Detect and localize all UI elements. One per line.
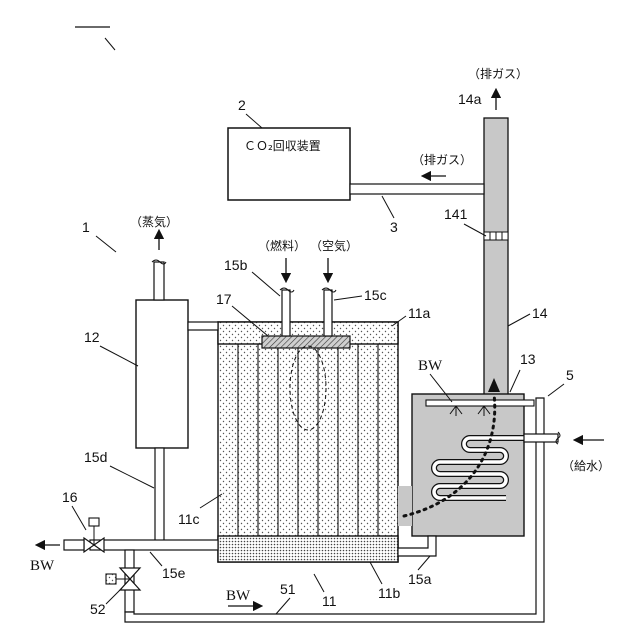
label-14: 14: [532, 305, 548, 321]
leader-1: [96, 236, 116, 252]
leader-16: [72, 506, 86, 530]
leader-52: [106, 588, 122, 604]
feed-water-label: （給水）: [562, 459, 610, 473]
air-pipe: [324, 290, 332, 336]
steam-separator: [136, 300, 188, 448]
flue-connection: [398, 486, 412, 526]
label-11c: 11c: [178, 511, 200, 527]
return-valve-52[interactable]: [106, 568, 140, 590]
leader-15a: [418, 556, 430, 570]
label-141: 141: [444, 206, 468, 222]
burner: [262, 336, 350, 348]
label-11b: 11b: [378, 585, 401, 601]
leader-2: [246, 114, 262, 128]
label-15b: 15b: [224, 257, 248, 273]
label-13: 13: [520, 351, 536, 367]
leader-15c: [334, 296, 362, 300]
label-15c: 15c: [364, 287, 387, 303]
leader-13: [510, 370, 520, 392]
feed-pipe-15a: [398, 536, 436, 556]
leader-14: [508, 314, 530, 326]
label-51: 51: [280, 581, 296, 597]
riser-pipe: [188, 322, 218, 330]
co2-unit-label: ＣＯ₂回収装置: [244, 139, 321, 153]
label-15a: 15a: [408, 571, 432, 587]
exhaust-mid-label: （排ガス）: [412, 153, 472, 167]
label-17: 17: [216, 291, 232, 307]
steam-label: （蒸気）: [130, 214, 178, 229]
leader-3: [382, 196, 394, 218]
spray-header: [426, 400, 534, 406]
leader-11b: [370, 562, 382, 584]
leader-141: [464, 224, 486, 236]
bw-tank-label: BW: [418, 358, 443, 374]
leader-15b: [252, 272, 280, 296]
downcomer-15d: [155, 448, 164, 546]
bw-left-label: BW: [30, 558, 55, 574]
leader-11a: [392, 316, 406, 326]
valve-outlet-pipe: [64, 540, 84, 550]
label-15e: 15e: [162, 565, 186, 581]
leader-12: [100, 346, 138, 366]
fuel-pipe: [282, 290, 290, 336]
fuel-label: （燃料）: [258, 238, 306, 253]
leader-15e: [150, 552, 162, 566]
label-52: 52: [90, 601, 106, 617]
exhaust-stack: [484, 118, 508, 398]
leader-51: [276, 598, 290, 614]
leader-15d: [110, 466, 154, 488]
exhaust-top-label: （排ガス）: [468, 67, 528, 81]
label-11: 11: [322, 593, 337, 609]
bw-bottom-label: BW: [226, 588, 251, 604]
figure-number-leader: [105, 38, 115, 50]
boiler-body: [218, 322, 398, 562]
label-16: 16: [62, 489, 78, 505]
label-1: 1: [82, 219, 90, 235]
label-3: 3: [390, 219, 398, 235]
blowdown-pipe-15e: [90, 540, 218, 550]
label-2: 2: [238, 97, 246, 113]
leader-11: [314, 574, 324, 592]
label-5: 5: [566, 367, 574, 383]
steam-outlet-pipe: [154, 262, 164, 300]
label-14a: 14a: [458, 91, 482, 107]
label-11a: 11a: [408, 305, 431, 321]
exhaust-duct-3: [350, 184, 484, 194]
air-label: （空気）: [310, 238, 358, 253]
feed-water-pipe: [524, 434, 558, 442]
leader-5: [548, 384, 564, 396]
label-15d: 15d: [84, 449, 107, 465]
label-12: 12: [84, 329, 100, 345]
